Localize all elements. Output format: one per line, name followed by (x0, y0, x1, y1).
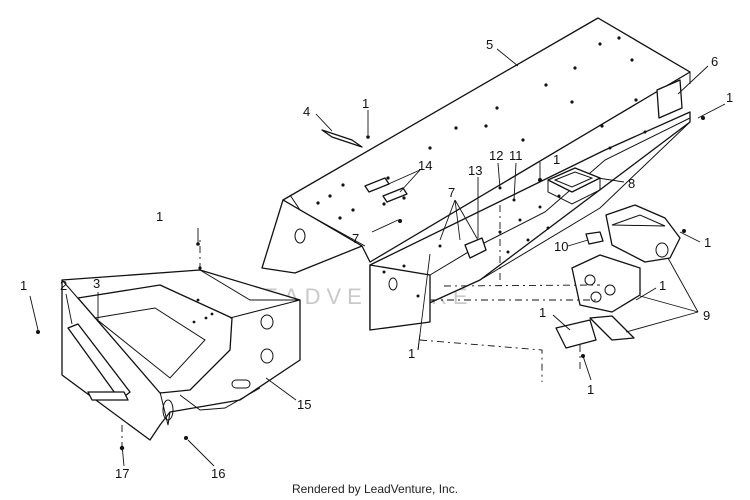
callout-1: 1 (362, 96, 369, 111)
callout-1: 1 (659, 278, 666, 293)
render-credit: Rendered by LeadVenture, Inc. (291, 482, 459, 496)
top-frame-part-5 (261, 17, 691, 274)
callout-8: 8 (628, 176, 635, 191)
callout-7: 7 (448, 185, 455, 200)
plate-part-4 (321, 129, 363, 148)
callout-1: 1 (20, 278, 27, 293)
callout-5: 5 (486, 37, 493, 52)
callout-1: 1 (539, 305, 546, 320)
callout-12: 12 (489, 148, 503, 163)
callout-1: 1 (553, 152, 560, 167)
callout-6: 6 (711, 54, 718, 69)
callout-9: 9 (703, 308, 710, 323)
callout-1: 1 (156, 209, 163, 224)
callout-4: 4 (303, 104, 310, 119)
callout-2: 2 (60, 278, 67, 293)
callout-14: 14 (418, 158, 432, 173)
side-bracket-part-9 (555, 204, 681, 349)
callout-3: 3 (93, 276, 100, 291)
fasteners (36, 116, 705, 451)
callout-15: 15 (297, 397, 311, 412)
assembly-lines (121, 205, 601, 445)
callout-1: 1 (587, 382, 594, 397)
callout-7: 7 (352, 231, 359, 246)
callout-1: 1 (704, 235, 711, 250)
callout-13: 13 (468, 163, 482, 178)
leader-lines (29, 48, 726, 467)
callout-labels: 1 2 3 1 4 1 5 6 1 14 7 7 13 12 11 1 8 10… (20, 37, 733, 481)
callout-1: 1 (408, 346, 415, 361)
callout-17: 17 (115, 466, 129, 481)
callout-10: 10 (554, 239, 568, 254)
callout-1: 1 (726, 90, 733, 105)
chassis-frame (369, 111, 691, 331)
callout-16: 16 (211, 466, 225, 481)
callout-11: 11 (509, 148, 523, 163)
floor-pan-part-15 (61, 266, 301, 441)
